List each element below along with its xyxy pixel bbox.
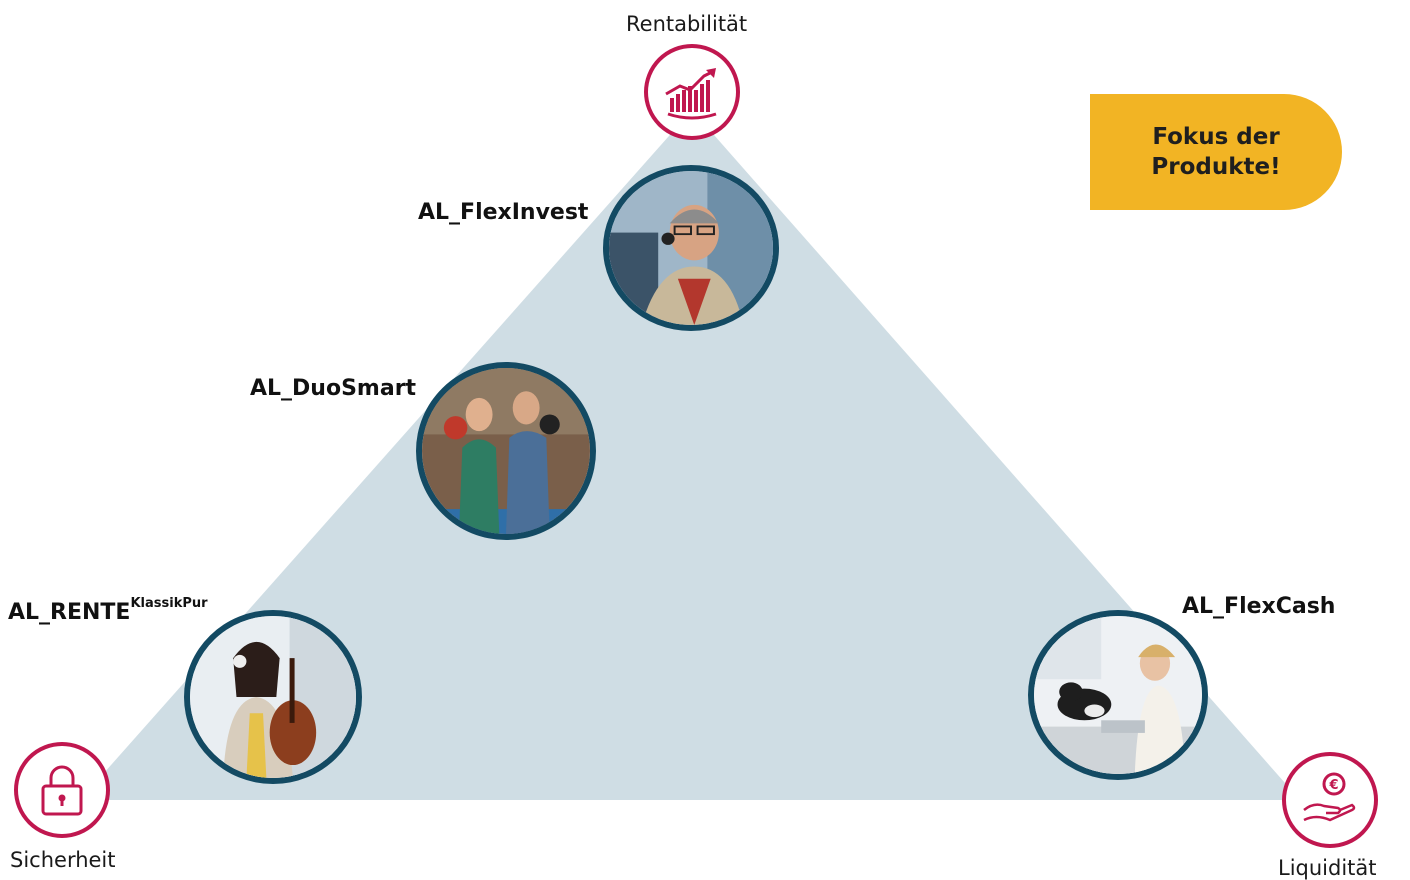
callout-line-1: Fokus der (1152, 124, 1280, 150)
product-label-rente-klassikpur: AL_RENTEKlassikPur (8, 596, 208, 625)
euro-hand-icon: € (1282, 752, 1378, 848)
corner-label-sicherheit: Sicherheit (10, 848, 116, 872)
product-label-flexcash: AL_FlexCash (1182, 594, 1336, 619)
product-label-flexinvest: AL_FlexInvest (418, 200, 589, 225)
corner-label-liquiditaet: Liquidität (1278, 856, 1377, 880)
woman-cello-photo (184, 610, 362, 784)
svg-text:€: € (1328, 778, 1338, 793)
man-with-headphones-photo (603, 165, 779, 331)
focus-callout: Fokus der Produkte! (1090, 94, 1342, 210)
lock-icon (14, 742, 110, 838)
couple-table-tennis-photo (416, 362, 596, 540)
callout-line-2: Produkte! (1151, 154, 1281, 180)
product-label-duosmart: AL_DuoSmart (250, 376, 417, 401)
chart-trend-icon (644, 44, 740, 140)
corner-label-rentabilitaet: Rentabilität (626, 12, 748, 36)
woman-with-dog-at-desk-photo (1028, 610, 1208, 780)
